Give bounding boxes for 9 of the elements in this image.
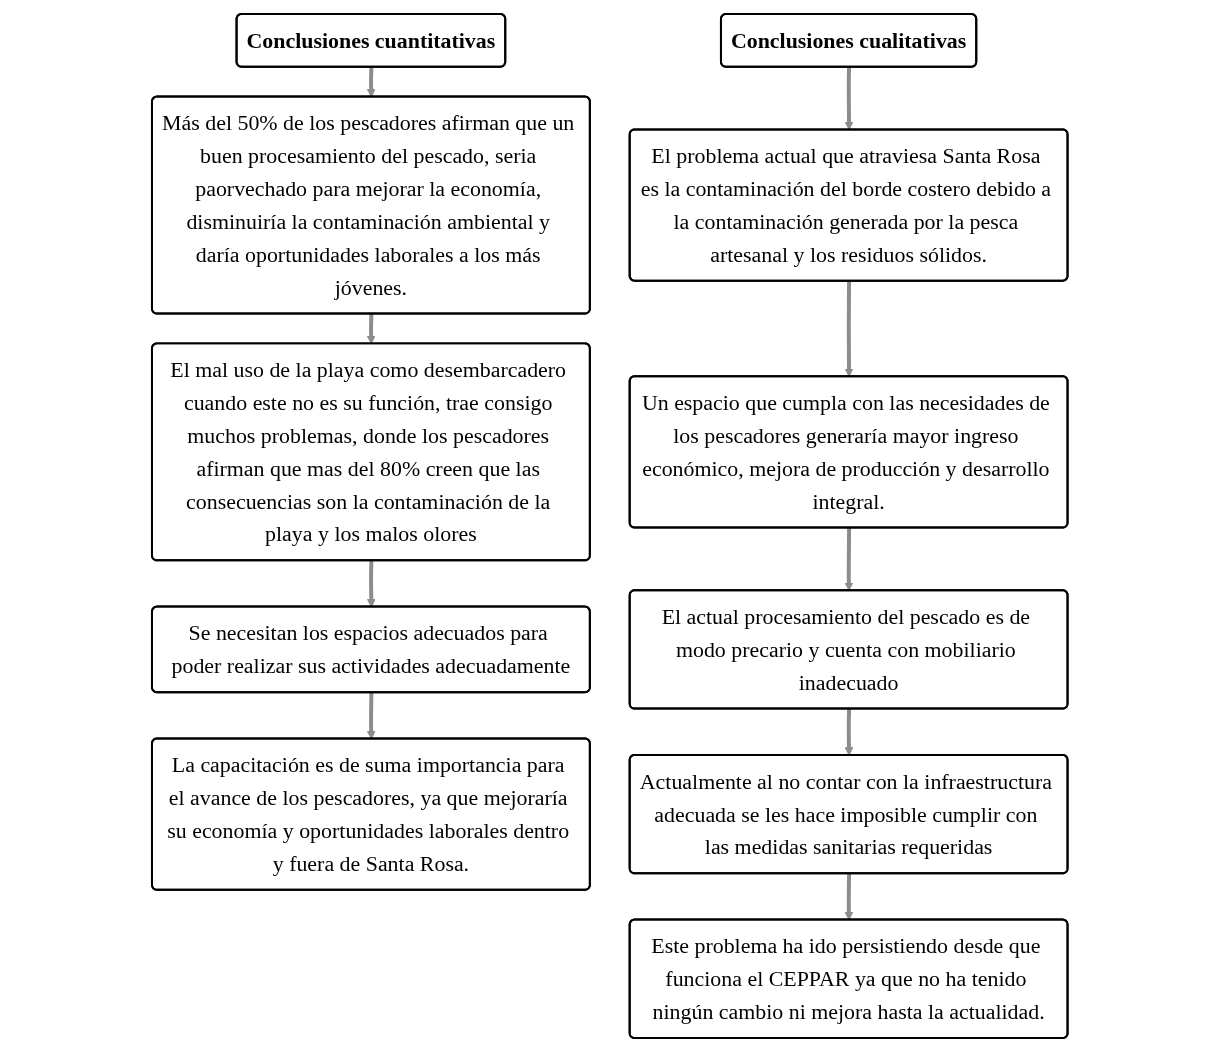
- arrow: [844, 66, 854, 130]
- arrow: [367, 560, 376, 607]
- arrow: [844, 280, 854, 377]
- arrow: [844, 873, 854, 920]
- arrow: [844, 527, 854, 591]
- arrow: [367, 692, 376, 739]
- arrow: [367, 66, 376, 97]
- arrow: [844, 708, 854, 756]
- arrow: [367, 313, 376, 344]
